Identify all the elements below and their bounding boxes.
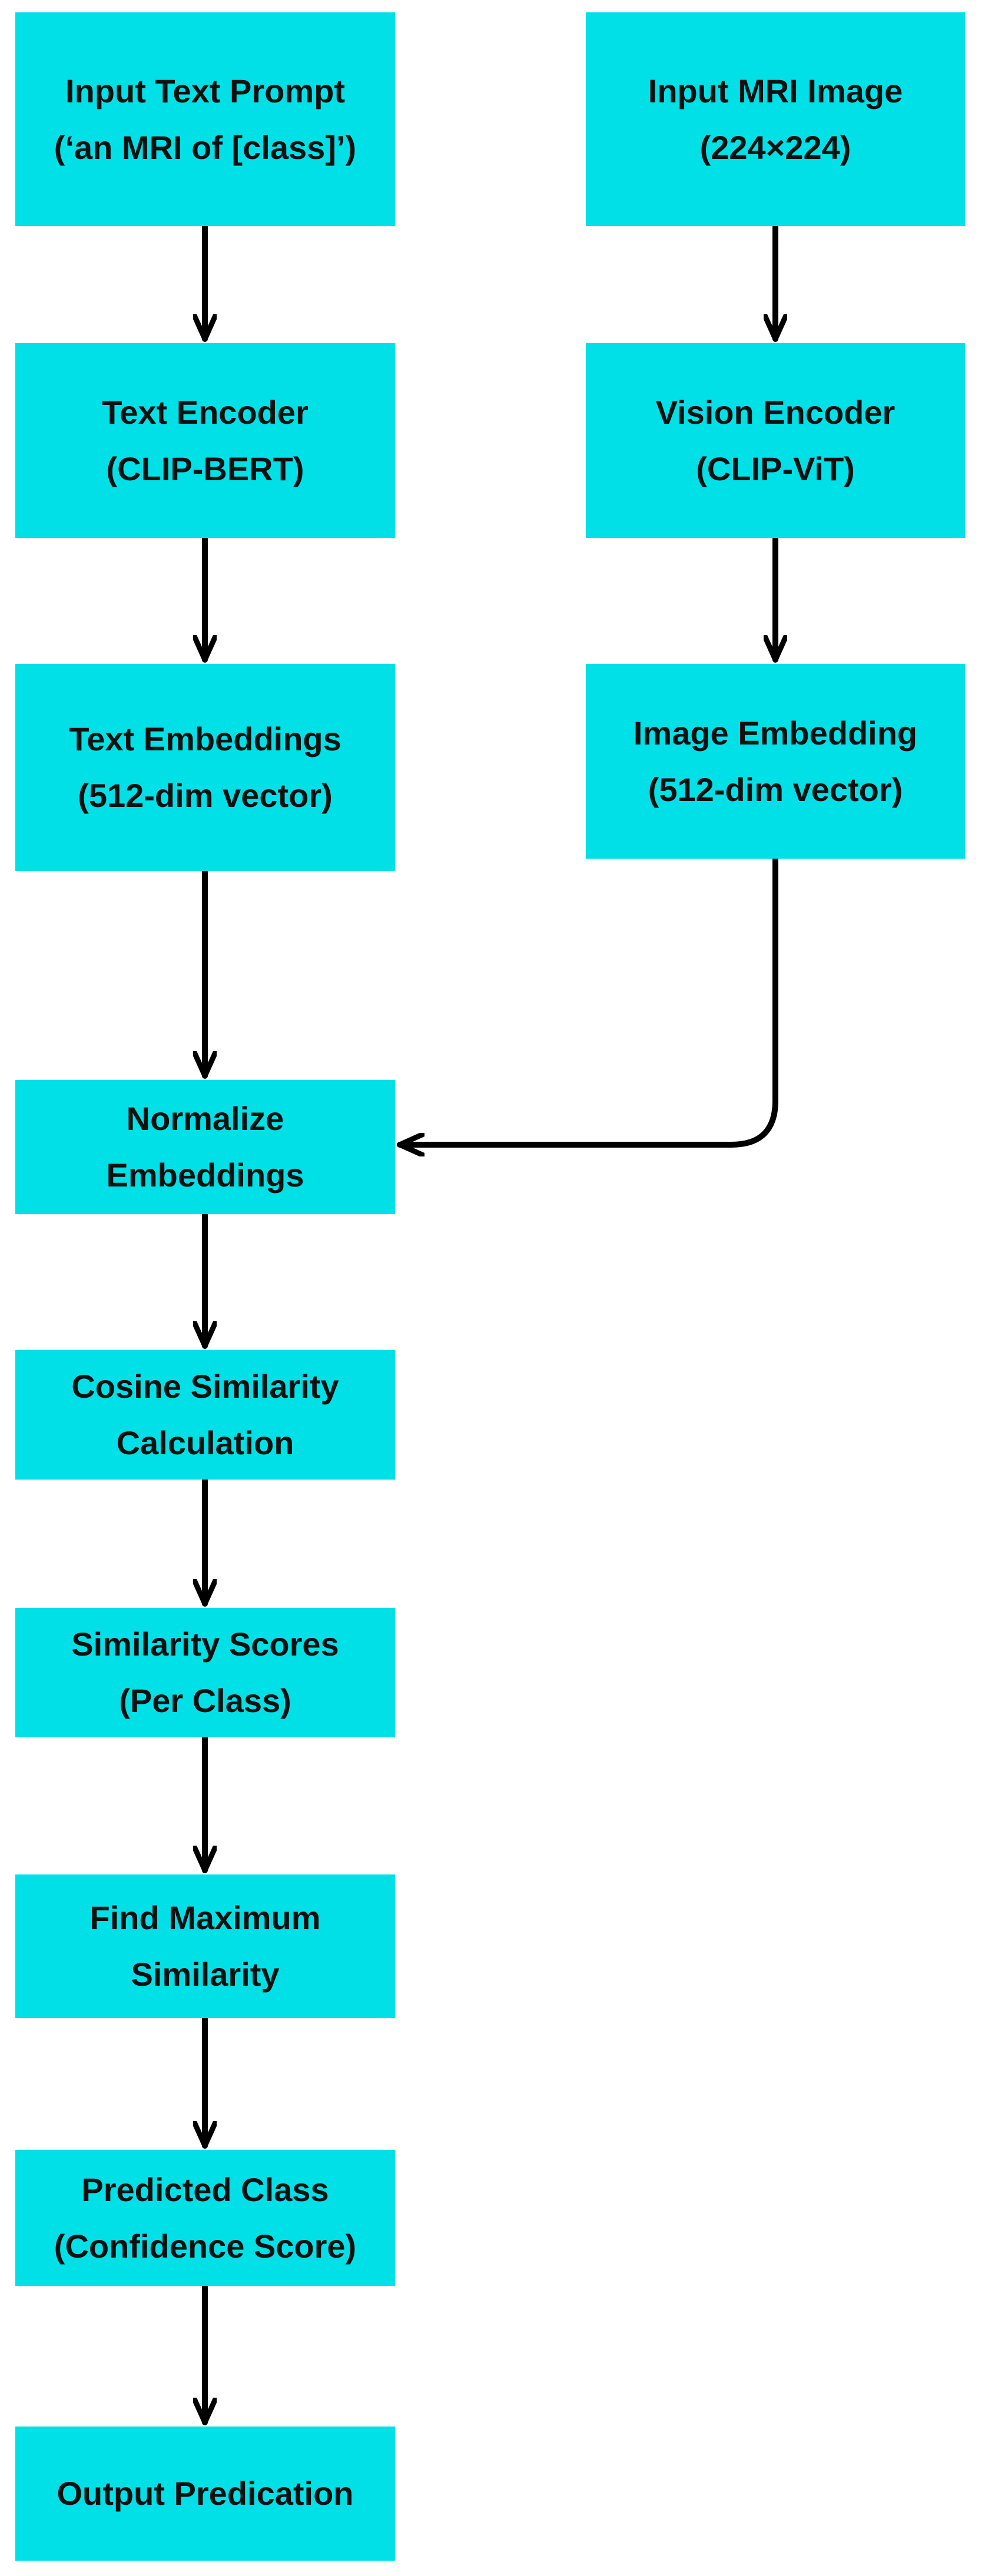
text-encoder-line1: Text Encoder <box>102 393 309 431</box>
arrow-image-embedding-to-normalize-embeddings <box>397 856 778 1145</box>
predicted-class-node: Predicted Class (Confidence Score) <box>15 2150 395 2286</box>
similarity-scores-node: Similarity Scores (Per Class) <box>15 1608 395 1737</box>
find-maximum-node: Find Maximum Similarity <box>15 1874 395 2018</box>
find-maximum-line2: Similarity <box>131 1956 280 1993</box>
text-encoder-line2: (CLIP-BERT) <box>106 450 304 487</box>
input-mri-image-line1: Input MRI Image <box>648 72 903 109</box>
normalize-embeddings-line1: Normalize <box>126 1100 284 1137</box>
image-embedding-node: Image Embedding (512-dim vector) <box>586 664 965 859</box>
cosine-similarity-line1: Cosine Similarity <box>71 1368 339 1405</box>
input-text-prompt-line2: (‘an MRI of [class]’) <box>54 128 357 166</box>
predicted-class-line1: Predicted Class <box>81 2171 329 2208</box>
cosine-similarity-line2: Calculation <box>116 1424 294 1461</box>
predicted-class-line2: (Confidence Score) <box>54 2227 357 2265</box>
cosine-similarity-node: Cosine Similarity Calculation <box>15 1350 395 1480</box>
vision-encoder-line1: Vision Encoder <box>655 393 896 431</box>
text-encoder-node: Text Encoder (CLIP-BERT) <box>15 343 395 538</box>
text-embeddings-line2: (512-dim vector) <box>78 777 333 814</box>
image-embedding-line1: Image Embedding <box>633 714 918 752</box>
input-mri-image-line2: (224×224) <box>699 128 851 166</box>
normalize-embeddings-node: Normalize Embeddings <box>15 1080 395 1214</box>
vision-encoder-line2: (CLIP-ViT) <box>696 450 855 487</box>
output-prediction-line1: Output Predication <box>57 2475 354 2512</box>
find-maximum-line1: Find Maximum <box>89 1899 321 1936</box>
input-mri-image-node: Input MRI Image (224×224) <box>586 12 965 226</box>
vision-encoder-node: Vision Encoder (CLIP-ViT) <box>586 343 965 538</box>
text-embeddings-line1: Text Embeddings <box>69 720 341 757</box>
input-text-prompt-node: Input Text Prompt (‘an MRI of [class]’) <box>15 12 395 226</box>
image-embedding-line2: (512-dim vector) <box>648 770 903 808</box>
similarity-scores-line1: Similarity Scores <box>71 1626 339 1663</box>
similarity-scores-line2: (Per Class) <box>119 1682 291 1719</box>
input-text-prompt-line1: Input Text Prompt <box>65 72 345 109</box>
output-prediction-node: Output Predication <box>15 2427 395 2561</box>
normalize-embeddings-line2: Embeddings <box>106 1156 304 1194</box>
text-embeddings-node: Text Embeddings (512-dim vector) <box>15 664 395 871</box>
